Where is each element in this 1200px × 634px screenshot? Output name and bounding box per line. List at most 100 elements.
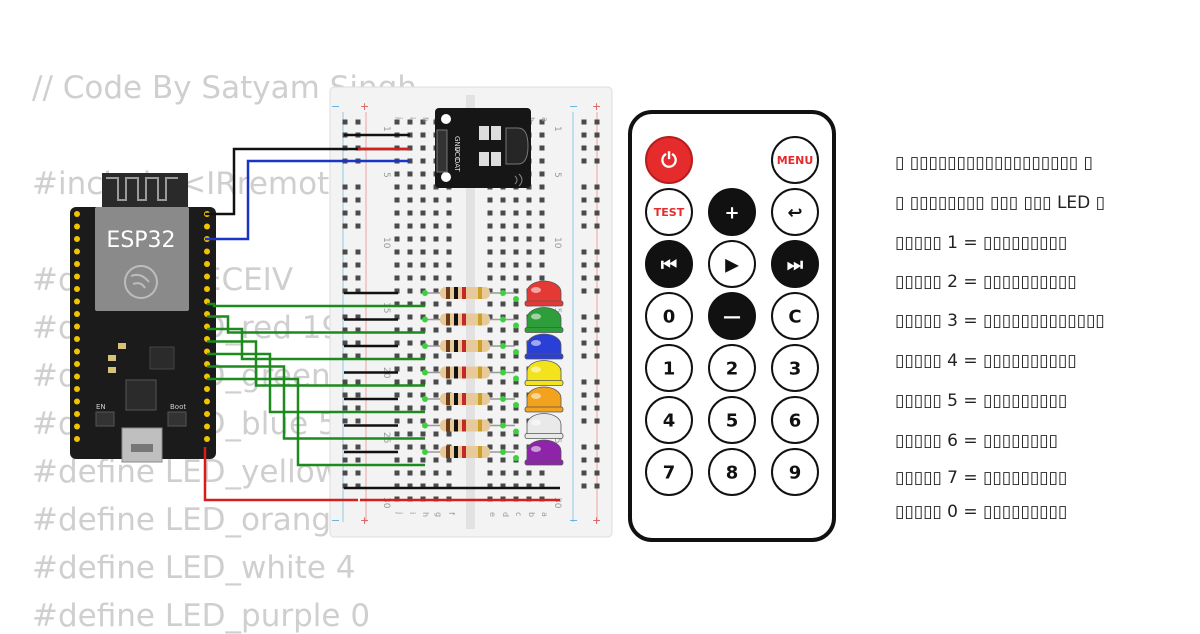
six-button[interactable]: 6 — [771, 396, 819, 444]
breadboard-hole — [407, 418, 413, 424]
breadboard-hole — [433, 379, 439, 385]
breadboard-hole — [433, 249, 439, 255]
five-button-label: 5 — [726, 410, 739, 431]
column-letter: i — [408, 117, 417, 119]
column-letter: h — [421, 512, 430, 517]
breadboard-hole — [594, 132, 600, 138]
resistor-band — [462, 287, 466, 299]
resistor-band — [454, 446, 458, 458]
breadboard-hole — [581, 457, 587, 463]
breadboard-hole — [487, 431, 493, 437]
breadboard-hole — [500, 405, 506, 411]
zero-button[interactable]: 0 — [645, 292, 693, 340]
breadboard-hole — [420, 223, 426, 229]
breadboard-hole — [487, 392, 493, 398]
breadboard-hole — [355, 210, 361, 216]
led-wires — [207, 291, 425, 467]
breadboard-hole — [487, 197, 493, 203]
breadboard-hole — [487, 249, 493, 255]
en-button[interactable] — [95, 411, 115, 427]
legend-line: ▯▯▯▯▯ 3 = ▯▯▯▯▯▯▯▯▯▯▯▯▯ — [895, 311, 1105, 331]
breadboard-hole — [342, 483, 348, 489]
one-button[interactable]: 1 — [645, 344, 693, 392]
breadboard-hole — [487, 262, 493, 268]
led — [526, 280, 562, 303]
breadboard-hole — [594, 340, 600, 346]
breadboard-hole — [487, 288, 493, 294]
breadboard-hole — [446, 210, 452, 216]
plus-button-label: + — [724, 202, 739, 223]
breadboard-hole — [487, 340, 493, 346]
breadboard-hole — [513, 210, 519, 216]
breadboard-hole — [407, 262, 413, 268]
plus-button[interactable]: + — [708, 188, 756, 236]
boot-button[interactable] — [167, 411, 187, 427]
test-button[interactable]: TEST — [645, 188, 693, 236]
led — [526, 439, 562, 462]
gpio-pin — [74, 323, 80, 330]
breadboard-hole — [420, 119, 426, 125]
five-button-circle — [708, 396, 756, 444]
breadboard-hole — [407, 236, 413, 242]
gpio-pin — [74, 436, 80, 442]
led-signal-wire — [207, 340, 425, 387]
breadboard-hole — [487, 275, 493, 281]
ir-pin-header — [436, 129, 448, 173]
breadboard-hole — [394, 392, 400, 398]
next-button[interactable]: ⏭ — [771, 240, 819, 288]
four-button[interactable]: 4 — [645, 396, 693, 444]
breadboard-hole — [433, 223, 439, 229]
seven-button[interactable]: 7 — [645, 448, 693, 496]
breadboard-hole — [539, 210, 545, 216]
breadboard-hole — [446, 301, 452, 307]
c-button[interactable]: C — [771, 292, 819, 340]
breadboard-hole — [513, 236, 519, 242]
breadboard-hole — [500, 444, 506, 450]
breadboard-hole — [355, 223, 361, 229]
breadboard-hole — [407, 249, 413, 255]
breadboard-hole — [446, 405, 452, 411]
breadboard-hole — [342, 197, 348, 203]
play-button[interactable]: ▶ — [708, 240, 756, 288]
prev-button[interactable]: ⏮ — [645, 240, 693, 288]
mount-hole — [441, 172, 451, 182]
eight-button[interactable]: 8 — [708, 448, 756, 496]
two-button[interactable]: 2 — [708, 344, 756, 392]
breadboard-hole — [539, 275, 545, 281]
menu-button[interactable]: MENU — [771, 136, 819, 184]
breadboard-hole — [407, 314, 413, 320]
four-button-circle — [645, 396, 693, 444]
breadboard-hole — [594, 353, 600, 359]
breadboard-hole — [581, 353, 587, 359]
back-button[interactable]: ↩ — [771, 188, 819, 236]
breadboard-hole — [500, 249, 506, 255]
resistor-band — [446, 446, 450, 458]
five-button[interactable]: 5 — [708, 396, 756, 444]
breadboard-hole — [420, 236, 426, 242]
breadboard-hole — [594, 327, 600, 333]
breadboard-hole — [394, 262, 400, 268]
breadboard-hole — [581, 262, 587, 268]
led-resistor-array — [422, 280, 564, 466]
minus-button[interactable]: — — [708, 292, 756, 340]
breadboard-hole — [581, 288, 587, 294]
breadboard-hole — [394, 314, 400, 320]
breadboard-hole — [342, 210, 348, 216]
esp32-module-shield — [95, 207, 189, 311]
breadboard-hole — [594, 145, 600, 151]
nine-button[interactable]: 9 — [771, 448, 819, 496]
breadboard-hole — [487, 236, 493, 242]
led-signal-wire — [207, 365, 425, 440]
power-button[interactable]: ⏻ — [645, 136, 693, 184]
breadboard-hole — [394, 405, 400, 411]
breadboard-hole — [581, 158, 587, 164]
breadboard-hole — [581, 249, 587, 255]
row-number: 15 — [381, 302, 391, 313]
breadboard-hole — [446, 197, 452, 203]
breadboard-hole — [581, 444, 587, 450]
gpio-pin — [74, 298, 80, 305]
breadboard-hole — [420, 197, 426, 203]
breadboard-hole — [342, 262, 348, 268]
three-button[interactable]: 3 — [771, 344, 819, 392]
breadboard-hole — [420, 262, 426, 268]
